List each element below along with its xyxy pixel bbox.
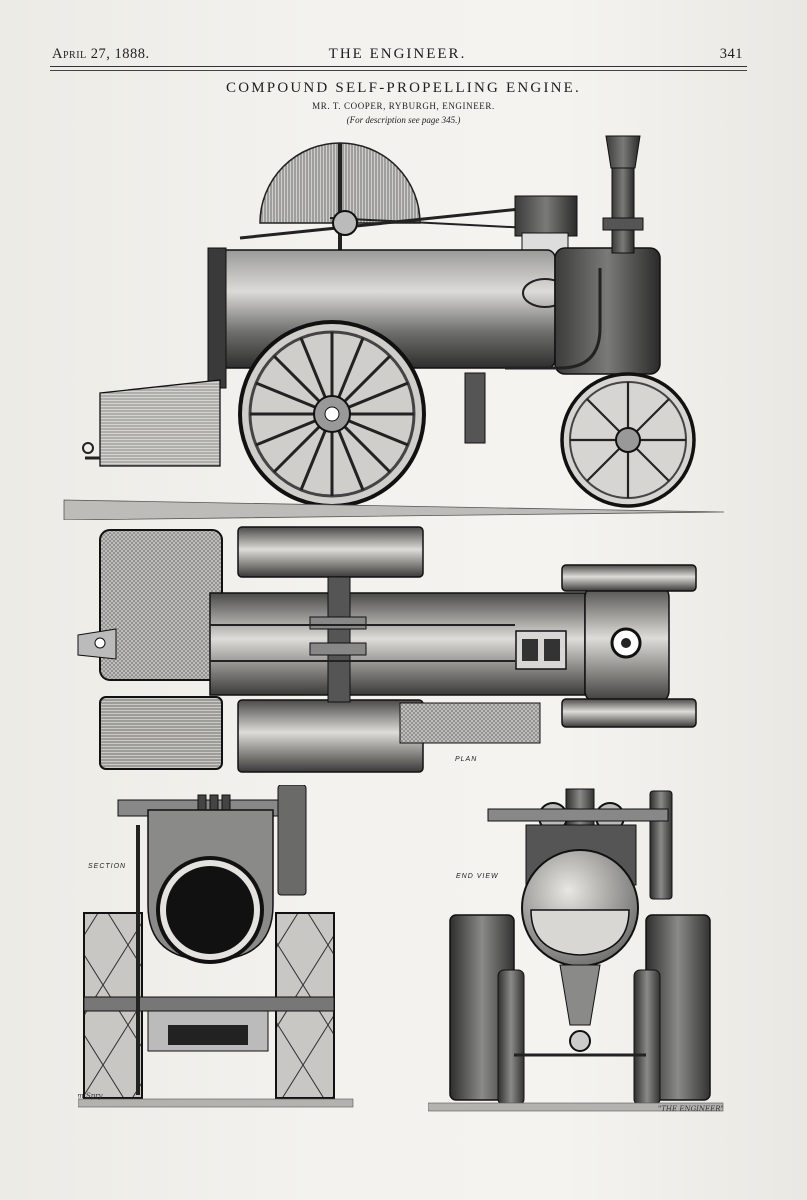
running-head: April 27, 1888. THE ENGINEER. 341 xyxy=(52,46,743,66)
end-view-label: END VIEW xyxy=(456,873,499,880)
engraver-signature: Sam Spry xyxy=(78,1092,103,1100)
article-subtitle: MR. T. COOPER, RYBURGH, ENGINEER. xyxy=(312,101,495,111)
plan-label: PLAN xyxy=(455,756,477,763)
side-elevation-drawing xyxy=(63,135,725,520)
header-rule xyxy=(50,66,747,67)
plan-view-drawing: PLAN xyxy=(77,526,697,773)
header-rule-thin xyxy=(50,70,747,71)
description-note: (For description see page 345.) xyxy=(346,115,461,125)
issue-date: April 27, 1888. xyxy=(52,46,150,62)
article-title: COMPOUND SELF-PROPELLING ENGINE. xyxy=(226,80,581,96)
section-label: SECTION xyxy=(88,863,126,870)
journal-title: THE ENGINEER. xyxy=(328,46,467,62)
section-drawing: SECTION Sam Spry xyxy=(78,785,354,1108)
engineer-credit: "THE ENGINEER" xyxy=(658,1105,724,1113)
page-number: 341 xyxy=(719,46,743,62)
end-view-drawing: END VIEW "THE ENGINEER" xyxy=(428,788,724,1113)
